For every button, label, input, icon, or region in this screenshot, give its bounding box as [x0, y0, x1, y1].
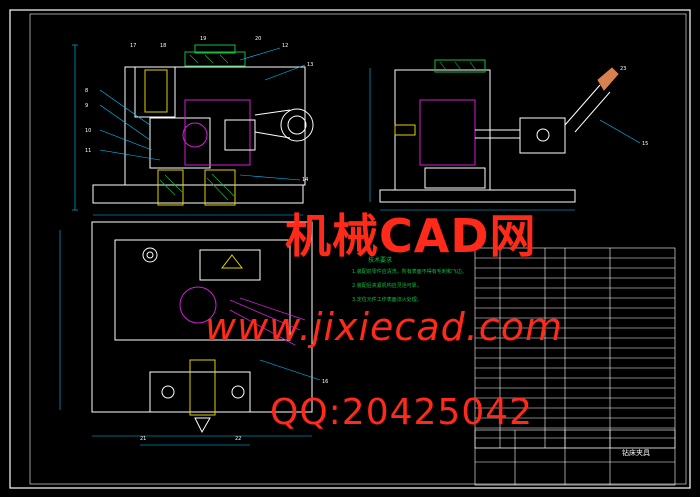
title-block — [474, 429, 676, 486]
drawing-border — [9, 9, 691, 489]
note-1: 1.装配前零件应清洗，所有表面不得有毛刺和飞边。 — [352, 268, 467, 275]
side-view-hatch — [439, 61, 477, 71]
callout-12: 12 — [282, 43, 288, 49]
callout-17: 17 — [130, 43, 136, 49]
technical-notes: 技术要求 1.装配前零件应清洗，所有表面不得有毛刺和飞边。 2.装配后夹紧机构应… — [352, 256, 467, 303]
watermark-line-2: www.jixiecad.com — [205, 305, 563, 349]
watermark-line-1: 机械CAD网 — [285, 209, 537, 263]
callout-18: 18 — [160, 43, 166, 49]
callout-11: 11 — [85, 148, 91, 154]
callout-23: 23 — [620, 66, 626, 72]
callout-8: 8 — [85, 88, 88, 94]
callout-22: 22 — [235, 436, 241, 442]
front-view — [92, 44, 314, 206]
callout-9: 9 — [85, 103, 88, 109]
callout-14: 14 — [302, 177, 308, 183]
callout-10: 10 — [85, 128, 91, 134]
handle-knob — [597, 67, 619, 91]
plan-view — [91, 221, 313, 434]
callout-19: 19 — [200, 36, 206, 42]
watermark-line-3: QQ:20425042 — [270, 392, 534, 433]
callout-16: 16 — [322, 379, 328, 385]
callout-15: 15 — [642, 141, 648, 147]
callout-21: 21 — [140, 436, 146, 442]
front-view-hatch — [159, 54, 235, 201]
callout-labels: 8 9 10 11 12 13 14 15 16 17 18 19 20 21 … — [85, 36, 648, 442]
side-view — [379, 59, 611, 203]
callout-13: 13 — [307, 62, 313, 68]
callout-20: 20 — [255, 36, 261, 42]
notes-heading: 技术要求 — [368, 256, 392, 264]
plan-view-hatch — [229, 297, 306, 346]
dimension-lines — [59, 44, 641, 446]
parts-list-table — [474, 247, 676, 449]
note-3: 3.定位元件工作表面淬火处理。 — [352, 296, 422, 303]
drawing-inner-border — [29, 13, 687, 485]
note-2: 2.装配后夹紧机构应灵活可靠。 — [352, 282, 422, 289]
title-cell: 钻床夹具 — [622, 448, 650, 457]
